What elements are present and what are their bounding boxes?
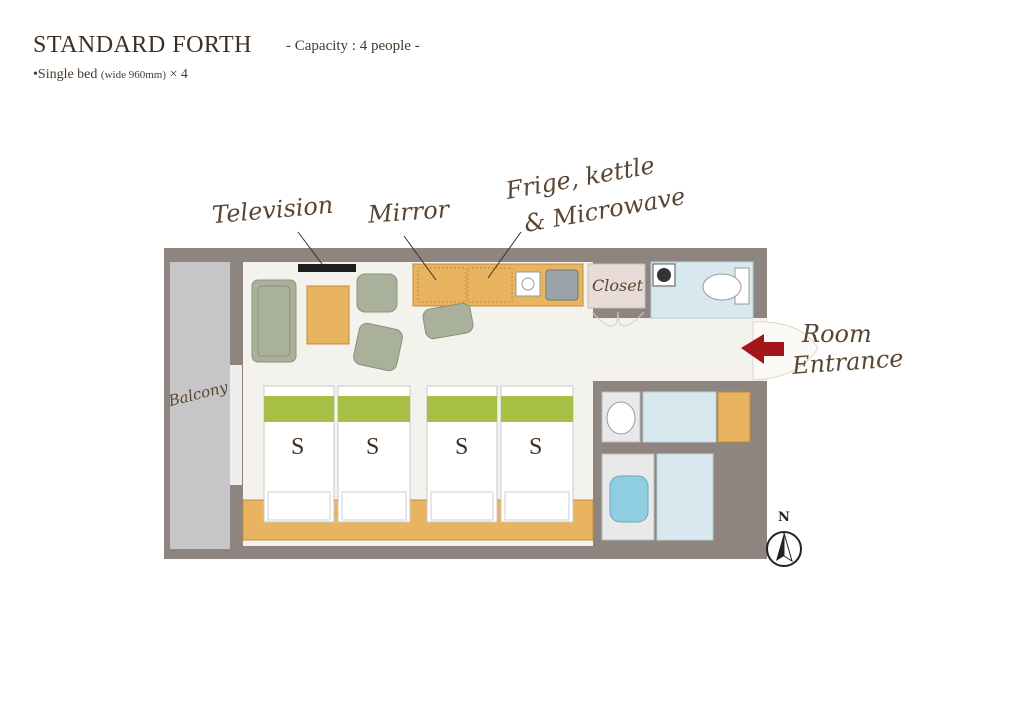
entrance-arrow-icon [741,334,784,364]
mirror-label: Mirror [367,195,451,229]
entrance-label-line1: Room [802,320,872,348]
sofa-icon [251,279,297,363]
kettle-ring-icon [521,277,535,291]
mirror-pointer [403,235,437,281]
bed-3-label: S [455,434,469,460]
television-icon [298,264,356,272]
counter-cabinet-1 [417,267,467,303]
counter-cabinet-2 [467,267,513,303]
balcony-window [230,365,242,485]
bed-info-count: × 4 [169,67,188,82]
page-title: STANDARD FORTH [33,32,252,58]
bed-4 [500,385,574,523]
toilet-paper-roll-icon [657,268,671,282]
compass-icon [766,531,802,567]
fridge-pointer [487,231,522,279]
balcony-floor [170,262,230,549]
corridor-floor [593,318,753,381]
bed-info-detail: (wide 960mm) [100,69,166,81]
armchair-icon-2 [353,322,403,372]
compass-north-label: N [778,510,790,525]
bed-info-label: •Single bed [33,67,98,82]
bathtub-icon [609,475,649,523]
desk-chair-icon [422,302,474,340]
bed-1-label: S [291,434,305,460]
washbasin-icon [606,401,636,435]
kettle-icon [515,271,541,297]
bed-2 [337,385,411,523]
toilet-bowl-icon [702,273,742,301]
bed-2-label: S [366,434,380,460]
bed-3 [426,385,498,523]
sofa-cushion [257,285,291,357]
coffee-table-icon [306,285,350,345]
shoe-shelf [717,391,751,443]
closet-box [587,263,646,309]
bed-info: •Single bed (wide 960mm) × 4 [33,67,188,83]
closet-door-swing [591,311,645,327]
vanity-floor [642,391,717,443]
closet-label: Closet [592,276,644,295]
capacity-text: - Capacity : 4 people - [286,38,420,54]
entrance-door-swing [752,321,819,381]
bed-4-label: S [529,434,543,460]
television-pointer [297,231,323,265]
bed-1 [263,385,335,523]
armchair-icon-1 [356,273,398,313]
shower-floor [656,453,714,541]
sink-icon [545,269,579,301]
